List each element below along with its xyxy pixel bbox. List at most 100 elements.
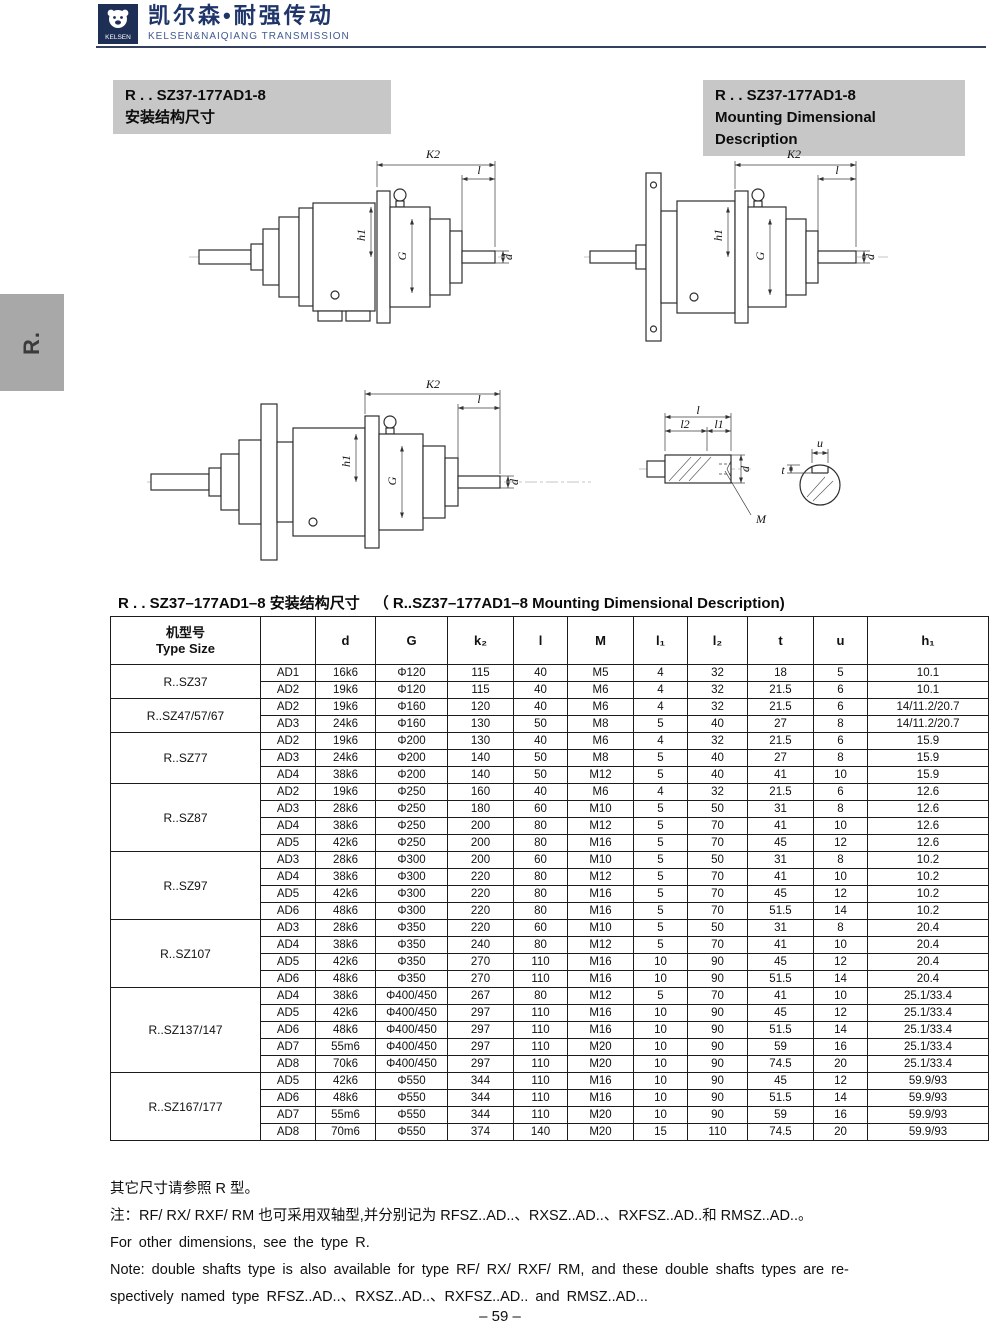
spec-value-cell: M20	[567, 1106, 634, 1124]
spec-value-cell: 21.5	[747, 732, 814, 750]
spec-value-cell: 140	[447, 749, 514, 767]
table-title: R . . SZ37–177AD1–8 安装结构尺寸（ R..SZ37–177A…	[118, 592, 785, 613]
col-header-l: l	[513, 616, 568, 665]
spec-value-cell: 15.9	[867, 732, 989, 750]
spec-value-cell: 10.2	[867, 902, 989, 920]
spec-value-cell: 24k6	[315, 749, 376, 767]
spec-value-cell: 5	[633, 851, 688, 869]
spec-value-cell: 20	[813, 1123, 868, 1141]
ad-size-cell: AD2	[260, 698, 316, 716]
spec-value-cell: M16	[567, 1089, 634, 1107]
spec-value-cell: 40	[513, 681, 568, 699]
spec-value-cell: 10	[813, 817, 868, 835]
spec-value-cell: 180	[447, 800, 514, 818]
dim-label-l: l	[477, 392, 481, 406]
dim-label-g: G	[385, 476, 399, 485]
spec-value-cell: 32	[687, 698, 748, 716]
dim-label-k2: K2	[425, 147, 440, 161]
spec-value-cell: Φ120	[375, 664, 448, 682]
spec-value-cell: 31	[747, 851, 814, 869]
spec-value-cell: M10	[567, 800, 634, 818]
spec-value-cell: Φ300	[375, 851, 448, 869]
spec-value-cell: Φ120	[375, 681, 448, 699]
spec-value-cell: 267	[447, 987, 514, 1005]
spec-value-cell: 200	[447, 851, 514, 869]
spec-value-cell: 10	[633, 970, 688, 988]
spec-value-cell: 5	[633, 987, 688, 1005]
spec-value-cell: 297	[447, 1055, 514, 1073]
spec-value-cell: M8	[567, 749, 634, 767]
spec-value-cell: M6	[567, 783, 634, 801]
spec-value-cell: 20.4	[867, 936, 989, 954]
dim-label-k2: K2	[786, 147, 801, 161]
spec-value-cell: 344	[447, 1089, 514, 1107]
spec-value-cell: 10.1	[867, 681, 989, 699]
spec-value-cell: 59	[747, 1038, 814, 1056]
spec-value-cell: 344	[447, 1106, 514, 1124]
spec-value-cell: 10	[633, 1055, 688, 1073]
ad-size-cell: AD5	[260, 1004, 316, 1022]
note-en-3: spectively named type RFSZ..AD..、RXSZ..A…	[110, 1289, 648, 1305]
dim-label-g: G	[753, 251, 767, 260]
col-header-d: d	[315, 616, 376, 665]
spec-value-cell: 5	[633, 817, 688, 835]
title-cn: 安装结构尺寸	[125, 109, 216, 126]
spec-value-cell: M12	[567, 817, 634, 835]
spec-value-cell: 38k6	[315, 817, 376, 835]
spec-value-cell: M16	[567, 1004, 634, 1022]
spec-value-cell: 38k6	[315, 936, 376, 954]
spec-value-cell: 32	[687, 732, 748, 750]
spec-value-cell: 6	[813, 732, 868, 750]
spec-value-cell: M12	[567, 766, 634, 784]
col-header-ad	[260, 616, 316, 665]
spec-value-cell: 32	[687, 664, 748, 682]
spec-value-cell: 27	[747, 715, 814, 733]
spec-value-cell: 59.9/93	[867, 1072, 989, 1090]
spec-value-cell: 41	[747, 817, 814, 835]
spec-value-cell: 50	[687, 851, 748, 869]
spec-value-cell: M16	[567, 1072, 634, 1090]
spec-value-cell: 70k6	[315, 1055, 376, 1073]
spec-value-cell: 120	[447, 698, 514, 716]
spec-value-cell: 42k6	[315, 953, 376, 971]
spec-value-cell: 45	[747, 1072, 814, 1090]
spec-value-cell: M16	[567, 953, 634, 971]
spec-value-cell: 40	[687, 715, 748, 733]
spec-value-cell: Φ200	[375, 766, 448, 784]
spec-value-cell: 160	[447, 783, 514, 801]
spec-value-cell: 10.1	[867, 664, 989, 682]
dim-label-h1: h1	[354, 229, 368, 241]
spec-value-cell: 12	[813, 1004, 868, 1022]
spec-value-cell: 50	[513, 766, 568, 784]
type-size-cell: R..SZ167/177	[110, 1072, 261, 1141]
brand-subtitle: KELSEN&NAIQIANG TRANSMISSION	[148, 31, 350, 42]
title-block-en: R . . SZ37-177AD1-8 Mounting Dimensional…	[703, 80, 965, 156]
type-size-header-en: Type Size	[155, 640, 215, 656]
section-tab-label: R.	[19, 330, 44, 355]
spec-value-cell: 41	[747, 987, 814, 1005]
spec-value-cell: 90	[687, 1021, 748, 1039]
spec-value-cell: 42k6	[315, 885, 376, 903]
dim-label-h1: h1	[339, 455, 353, 467]
spec-value-cell: 10	[633, 953, 688, 971]
spec-value-cell: 31	[747, 919, 814, 937]
spec-value-cell: 28k6	[315, 851, 376, 869]
spec-value-cell: 50	[687, 800, 748, 818]
spec-value-cell: 25.1/33.4	[867, 1055, 989, 1073]
col-header-h1: h₁	[867, 616, 989, 665]
spec-value-cell: 41	[747, 766, 814, 784]
footnotes: 其它尺寸请参照 R 型。 注：RF/ RX/ RXF/ RM 也可采用双轴型,并…	[110, 1176, 995, 1311]
spec-value-cell: 48k6	[315, 1089, 376, 1107]
spec-value-cell: 10	[813, 936, 868, 954]
spec-value-cell: 4	[633, 783, 688, 801]
spec-value-cell: 110	[513, 970, 568, 988]
dim-label-d: d	[738, 465, 752, 472]
ad-size-cell: AD3	[260, 715, 316, 733]
spec-value-cell: 14/11.2/20.7	[867, 715, 989, 733]
